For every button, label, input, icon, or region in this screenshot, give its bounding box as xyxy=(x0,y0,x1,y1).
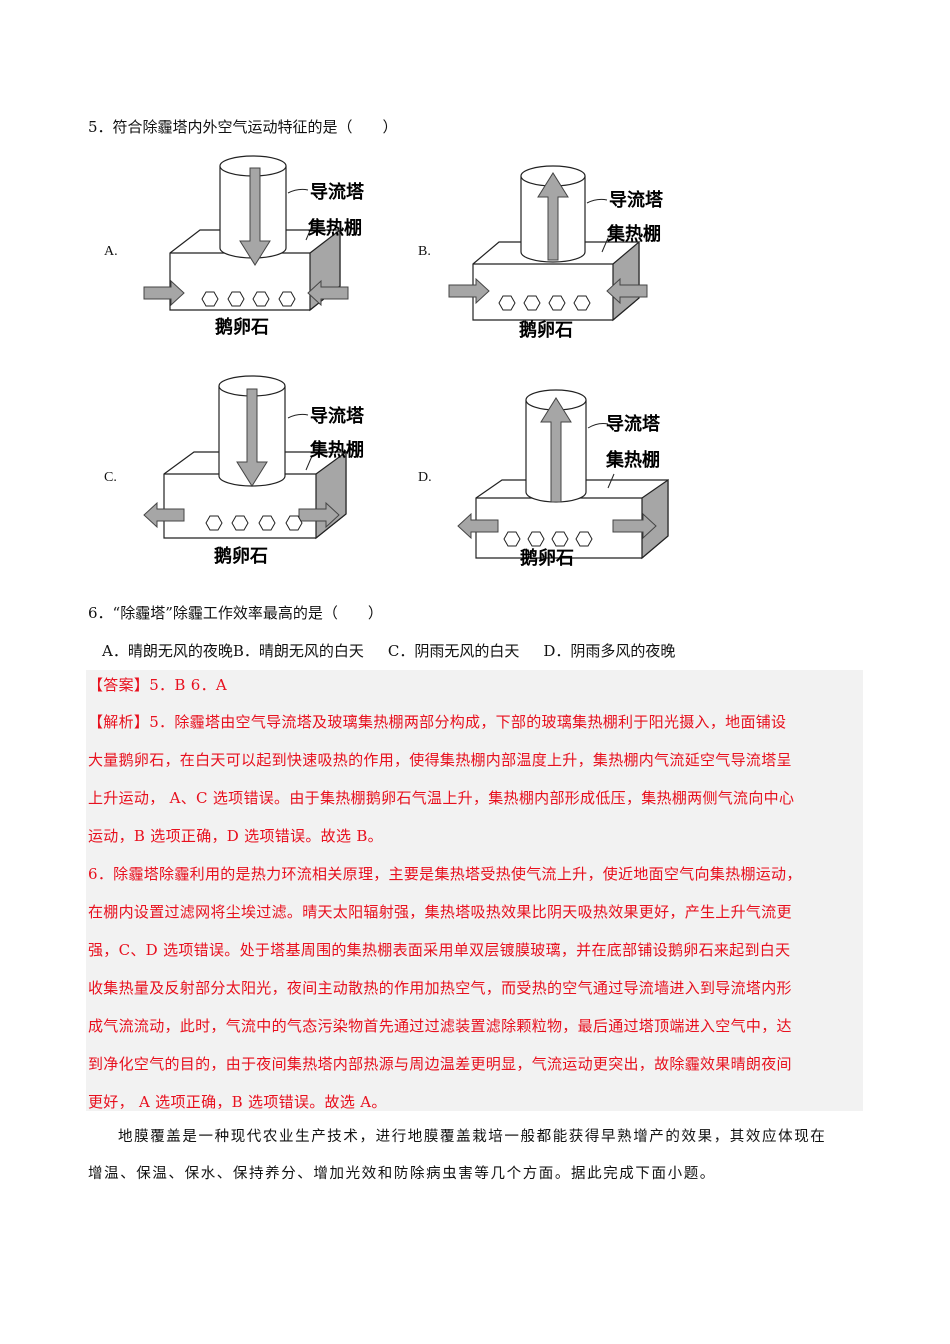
shed-label: 集热棚 xyxy=(606,223,661,245)
analysis-line: 更好， A 选项正确，B 选项错误。故选 A。 xyxy=(88,1093,387,1111)
diagram-option-d: 导流塔 集热棚 鹅卵石 xyxy=(448,384,688,578)
analysis-line: 收集热量及反射部分太阳光，夜间主动散热的作用加热空气，而受热的空气通过导流墙进入… xyxy=(88,979,792,997)
stones-label: 鹅卵石 xyxy=(519,319,573,341)
diagram-option-b: 导流塔 集热棚 鹅卵石 xyxy=(447,160,687,349)
option-c-label: C. xyxy=(104,470,117,485)
answer-analysis-box: 【答案】5．B 6．A 【解析】5．除霾塔由空气导流塔及玻璃集热棚两部分构成，下… xyxy=(86,670,863,1111)
stones-label: 鹅卵石 xyxy=(214,545,268,566)
choice-c: C．阴雨无风的白天 xyxy=(387,642,520,660)
question-5-stem: 5．符合除霾塔内外空气运动特征的是（ ） xyxy=(88,118,398,136)
tower-label: 导流塔 xyxy=(310,181,365,203)
analysis-line: 6．除霾塔除霾利用的是热力环流相关原理，主要是集热塔受热使气流上升，使近地面空气… xyxy=(88,865,802,883)
analysis-line: 运动，B 选项正确，D 选项错误。故选 B。 xyxy=(88,827,383,845)
option-d-label: D. xyxy=(418,470,432,485)
stones-label: 鹅卵石 xyxy=(215,316,269,338)
stones-label: 鹅卵石 xyxy=(520,547,574,569)
shed-label: 集热棚 xyxy=(309,439,364,461)
tower-label: 导流塔 xyxy=(609,189,664,211)
tower-label: 导流塔 xyxy=(310,405,365,427)
analysis-line: 【解析】5．除霾塔由空气导流塔及玻璃集热棚两部分构成，下部的玻璃集热棚利于阳光摄… xyxy=(88,713,787,731)
choice-a: A．晴朗无风的夜晚 xyxy=(102,642,233,660)
diagram-option-c: 导流塔 集热棚 鹅卵石 xyxy=(134,366,384,570)
choice-b: B．晴朗无风的白天 xyxy=(232,642,364,660)
shed-label: 集热棚 xyxy=(605,449,660,471)
analysis-tag: 【解析】 xyxy=(88,713,150,731)
analysis-line: 在棚内设置过滤网将尘埃过滤。晴天太阳辐射强，集热塔吸热效果比阴天吸热效果更好，产… xyxy=(88,903,792,921)
analysis-line: 到净化空气的目的，由于夜间集热塔内部热源与周边温差更明显，气流运动更突出，故除霾… xyxy=(88,1055,792,1073)
analysis-line: 成气流流动，此时，气流中的气态污染物首先通过过滤装置滤除颗粒物，最后通过塔顶端进… xyxy=(88,1017,792,1035)
question-6-choices: A．晴朗无风的夜晚B．晴朗无风的白天 C．阴雨无风的白天 D．阴雨多风的夜晚 xyxy=(102,640,675,661)
option-b-label: B. xyxy=(418,244,431,259)
answer-text: 5．B 6．A xyxy=(149,676,228,694)
option-a-label: A. xyxy=(104,244,118,259)
answer-tag: 【答案】 xyxy=(88,676,150,694)
shed-label: 集热棚 xyxy=(307,217,362,239)
tower-label: 导流塔 xyxy=(606,413,661,435)
answer-line: 【答案】5．B 6．A xyxy=(88,674,227,695)
question-6-stem: 6．“除霾塔”除霾工作效率最高的是（ ） xyxy=(88,604,383,622)
analysis-line: 大量鹅卵石，在白天可以起到快速吸热的作用，使得集热棚内部温度上升，集热棚内气流延… xyxy=(88,751,792,769)
passage-line: 地膜覆盖是一种现代农业生产技术，进行地膜覆盖栽培一般都能获得早熟增产的效果，其效… xyxy=(118,1129,827,1145)
analysis-line: 强，C、D 选项错误。处于塔基周围的集热棚表面采用单双层镀膜玻璃，并在底部铺设鹅… xyxy=(88,941,791,959)
analysis-line: 上升运动， A、C 选项错误。由于集热棚鹅卵石气温上升，集热棚内部形成低压，集热… xyxy=(88,789,795,807)
passage-line: 增温、保温、保水、保持养分、增加光效和防除病虫害等几个方面。据此完成下面小题。 xyxy=(88,1166,716,1182)
diagram-option-a: 导流塔 集热棚 鹅卵石 xyxy=(140,148,390,347)
choice-d: D．阴雨多风的夜晚 xyxy=(543,642,676,660)
